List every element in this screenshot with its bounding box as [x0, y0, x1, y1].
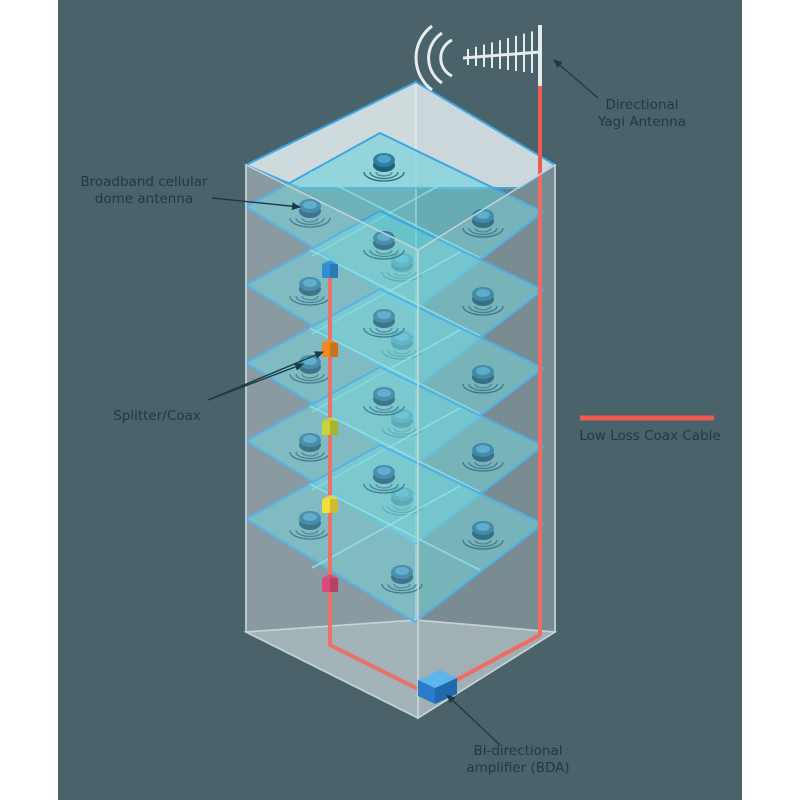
- dome-antenna-icon-f4-3: [462, 443, 504, 472]
- dome-antenna-icon-f4-2: [289, 433, 331, 462]
- coax-main-line: [446, 78, 542, 687]
- yagi-label-line-2: Yagi Antenna: [597, 114, 687, 130]
- legend-coax-label: Low Loss Coax Cable: [570, 428, 730, 445]
- dome-antenna-icon-f5-4: [381, 565, 423, 594]
- splitter-icon-4: [322, 495, 338, 513]
- dome-antenna-icon-f4-1: [363, 387, 405, 416]
- dome-label-line-1: Broadband cellular: [80, 174, 208, 190]
- building-front-left: [245, 163, 419, 720]
- dome-antenna-label: Broadband cellular dome antenna: [74, 174, 214, 208]
- yagi-antenna-label: Directional Yagi Antenna: [587, 97, 697, 131]
- dome-antenna-icon-f5-2: [289, 511, 331, 540]
- floor-plate-5: [245, 444, 544, 623]
- yagi-antenna-icon: [414, 24, 542, 92]
- splitter-coax-label: Splitter/Coax: [102, 408, 212, 425]
- splitter-icon-2: [322, 339, 338, 357]
- dome-label-line-2: dome antenna: [94, 191, 194, 207]
- dome-antenna-icon-f2-2: [289, 277, 331, 306]
- bda-box: [418, 670, 457, 704]
- splitter-icon-3: [322, 417, 338, 435]
- dome-antenna-icon-f2-3: [462, 287, 504, 316]
- splitter-icon-5: [322, 574, 338, 592]
- yagi-label-line-1: Directional: [605, 97, 679, 113]
- yagi-callout-arrow: [553, 59, 599, 99]
- dome-antenna-icon-f1-2: [289, 199, 331, 228]
- coax-riser-line: [328, 268, 421, 692]
- dome-antenna-icon-f1-1: [363, 153, 405, 182]
- splitter-icon-1: [322, 260, 338, 278]
- bda-label: Bi-directional amplifier (BDA): [458, 743, 578, 777]
- bda-callout-arrow: [446, 694, 501, 746]
- bda-label-line-2: amplifier (BDA): [466, 760, 570, 776]
- dome-callout-arrow: [211, 197, 301, 211]
- splitter-callout-arrow-lower: [207, 363, 304, 401]
- bda-label-line-1: Bi-directional: [473, 743, 563, 759]
- legend-coax-text: Low Loss Coax Cable: [579, 428, 721, 444]
- dome-antenna-icon-f3-1: [363, 309, 405, 338]
- splitter-label-text: Splitter/Coax: [113, 408, 201, 424]
- building-front-right: [417, 163, 556, 720]
- dome-antenna-icon-f3-3: [462, 365, 504, 394]
- dome-antenna-icon-f5-3: [462, 521, 504, 550]
- dome-antenna-icon-f5-1: [363, 465, 405, 494]
